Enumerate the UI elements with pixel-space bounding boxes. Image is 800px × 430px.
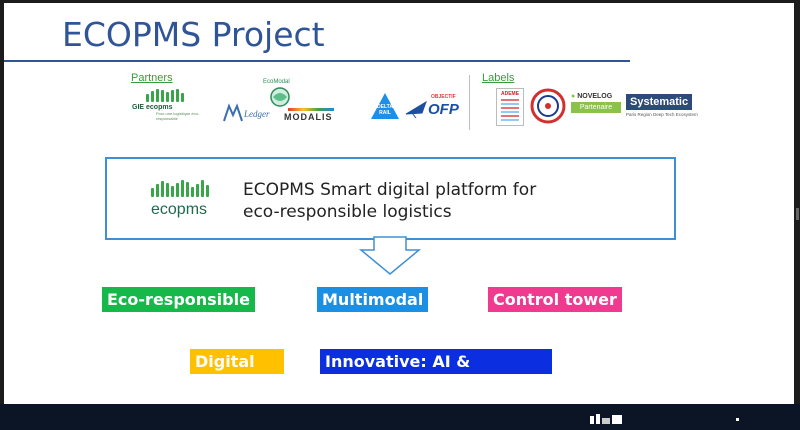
ecopms-bars-icon: [146, 88, 222, 102]
novelog-name: ● NOVELOG: [571, 93, 613, 100]
ledger-name: Ledger: [244, 109, 270, 119]
gie-tagline: Pour une logistique éco-responsable: [156, 111, 200, 121]
ecomodal-name: EcoModal: [263, 79, 290, 85]
modalis-logo: MODALIS: [284, 108, 344, 126]
modalis-stripe: [288, 108, 334, 111]
ademe-logo: ADEME: [496, 88, 524, 126]
footer-logo-icon: [590, 414, 622, 424]
ecomodal-globe-icon: [270, 87, 290, 107]
tag-digital: Digital: [190, 349, 284, 374]
gie-name: GIE ecopms: [132, 104, 173, 111]
page-title: ECOPMS Project: [62, 15, 325, 54]
footer-dot: [736, 418, 739, 421]
footer-bar: [0, 404, 800, 430]
delta-rail-name: DELTA RAIL: [377, 104, 393, 116]
platform-description: ECOPMS Smart digital platform for eco-re…: [243, 179, 536, 223]
delta-rail-logo: DELTA RAIL: [369, 91, 401, 121]
seal-badge-icon: [530, 88, 566, 124]
novelog-sub: Partenaire: [571, 102, 621, 113]
labels-label: Labels: [482, 72, 515, 84]
ecomodal-logo: EcoModal: [262, 79, 298, 111]
tag-control-tower: Control tower: [488, 287, 622, 312]
ledger-logo: Ledger: [222, 103, 284, 125]
section-divider: [469, 75, 470, 130]
tag-multimodal: Multimodal: [317, 287, 429, 312]
systematic-name: Systematic: [626, 94, 693, 110]
partners-label: Partners: [131, 72, 173, 84]
platform-box: ecopms ECOPMS Smart digital platform for…: [105, 157, 676, 240]
novelog-logo: ● NOVELOG Partenaire: [571, 93, 621, 123]
systematic-sub: Paris Region Deep Tech Ecosystem: [626, 112, 698, 117]
ademe-graphic: [501, 99, 519, 121]
systematic-logo: Systematic Paris Region Deep Tech Ecosys…: [626, 92, 716, 122]
platform-description-line1: ECOPMS Smart digital platform for: [243, 180, 537, 200]
seal-label-logo: [530, 88, 566, 124]
tag-innovative: Innovative: AI & Blockchain: [320, 349, 552, 396]
ecopms-main-logo: ecopms: [151, 179, 221, 223]
modalis-name: MODALIS: [284, 112, 333, 122]
scroll-indicator[interactable]: [796, 208, 799, 220]
platform-description-line2: eco-responsible logistics: [243, 202, 452, 222]
objectif-text: OBJECTIF: [431, 94, 456, 100]
title-divider: [4, 60, 630, 62]
slide: ECOPMS Project Partners Labels GIE ecopm…: [4, 3, 794, 404]
ofp-name: OFP: [428, 101, 459, 118]
gie-ecopms-logo: GIE ecopms Pour une logistique éco-respo…: [132, 88, 222, 128]
ledger-mark-icon: [223, 103, 243, 122]
plane-icon: [405, 100, 427, 119]
delta-triangle-icon: [371, 93, 399, 119]
ofp-logo: OBJECTIF OFP: [404, 94, 464, 121]
down-arrow-icon: [359, 236, 421, 275]
ecopms-main-bars-icon: [151, 179, 221, 197]
ecopms-main-name: ecopms: [151, 201, 208, 218]
tag-eco-responsible: Eco-responsible: [102, 287, 255, 312]
ademe-name: ADEME: [500, 91, 520, 97]
